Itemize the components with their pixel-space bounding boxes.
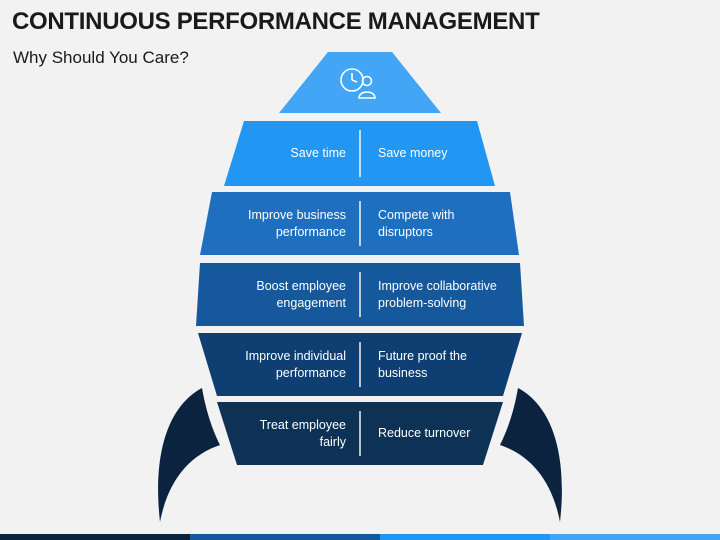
bottom-accent-bar [0,534,720,540]
clock-person-icon [340,68,376,99]
row-3-right-text: Improve collaborative problem-solving [378,278,497,310]
right-fin [500,388,562,522]
page-subtitle: Why Should You Care? [13,48,189,67]
row-5-left-text: Treat employee fairly [259,417,346,449]
page-title: CONTINUOUS PERFORMANCE MANAGEMENT [12,8,540,35]
row-1-right-text: Save money [378,146,448,160]
nose-cone [279,52,441,113]
row-2-left-text: Improve business performance [248,207,346,239]
row-5-right-text: Reduce turnover [378,426,471,440]
row-4-left-text: Improve individual performance [245,348,346,380]
left-fin [158,388,220,522]
row-4-right-text: Future proof the business [378,348,467,380]
row-2-right-text: Compete with disruptors [378,207,455,239]
row-1-left-text: Save time [290,146,346,160]
row-3-left-text: Boost employee engagement [256,278,346,310]
